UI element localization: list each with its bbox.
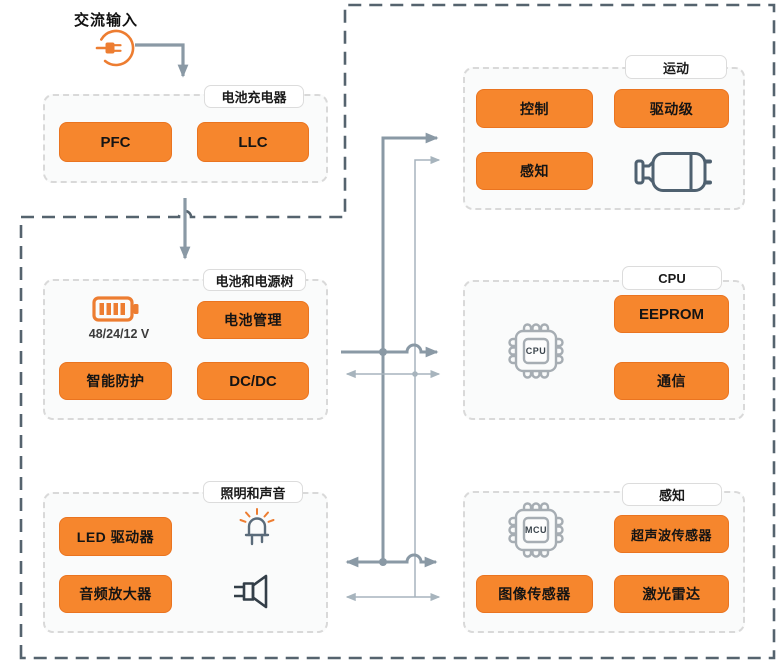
ac-input-title: 交流输入 xyxy=(74,12,139,29)
speaker-icon xyxy=(232,571,278,615)
signal-bus-thin xyxy=(414,155,441,597)
cpu-chip-label: CPU xyxy=(525,346,547,356)
junction-dot xyxy=(379,558,387,566)
ac-input-arrow xyxy=(135,43,189,78)
block-battery-management: 电池管理 xyxy=(197,301,309,339)
block-control: 控制 xyxy=(476,89,593,128)
ac-plug-icon xyxy=(92,25,138,71)
block-image-sensor: 图像传感器 xyxy=(476,575,593,613)
mcu-chip-icon: MCU xyxy=(503,497,569,563)
tab-sensing: 感知 xyxy=(622,483,722,506)
tab-lighting-sound: 照明和声音 xyxy=(203,481,303,503)
mcu-chip-label: MCU xyxy=(525,525,547,535)
block-led-driver: LED 驱动器 xyxy=(59,517,172,556)
junction-dot xyxy=(379,348,387,356)
block-smart-protection: 智能防护 xyxy=(59,362,172,400)
tab-motion: 运动 xyxy=(625,55,727,79)
block-communication: 通信 xyxy=(614,362,729,400)
block-dcdc: DC/DC xyxy=(197,362,309,400)
block-audio-amp: 音频放大器 xyxy=(59,575,172,613)
block-llc: LLC xyxy=(197,122,309,162)
led-icon xyxy=(237,507,277,555)
motor-icon xyxy=(633,148,715,196)
power-to-cpu-line xyxy=(341,343,439,358)
battery-voltage-label: 48/24/12 V xyxy=(88,327,150,341)
block-motion-sense: 感知 xyxy=(476,152,593,190)
tab-battery-charger: 电池充电器 xyxy=(204,85,304,108)
tab-cpu: CPU xyxy=(622,266,722,290)
cpu-chip-icon: CPU xyxy=(503,318,569,384)
power-bus-thick xyxy=(381,132,439,562)
tab-power-tree: 电池和电源树 xyxy=(203,269,306,291)
block-lidar: 激光雷达 xyxy=(614,575,729,613)
junction-dot xyxy=(412,371,418,377)
lighting-sensing-power-line xyxy=(345,553,438,568)
block-eeprom: EEPROM xyxy=(614,295,729,333)
outer-dashed-border xyxy=(19,3,776,660)
battery-icon xyxy=(92,295,140,323)
block-drive-stage: 驱动级 xyxy=(614,89,729,128)
block-pfc: PFC xyxy=(59,122,172,162)
block-ultrasonic-sensor: 超声波传感器 xyxy=(614,515,729,553)
